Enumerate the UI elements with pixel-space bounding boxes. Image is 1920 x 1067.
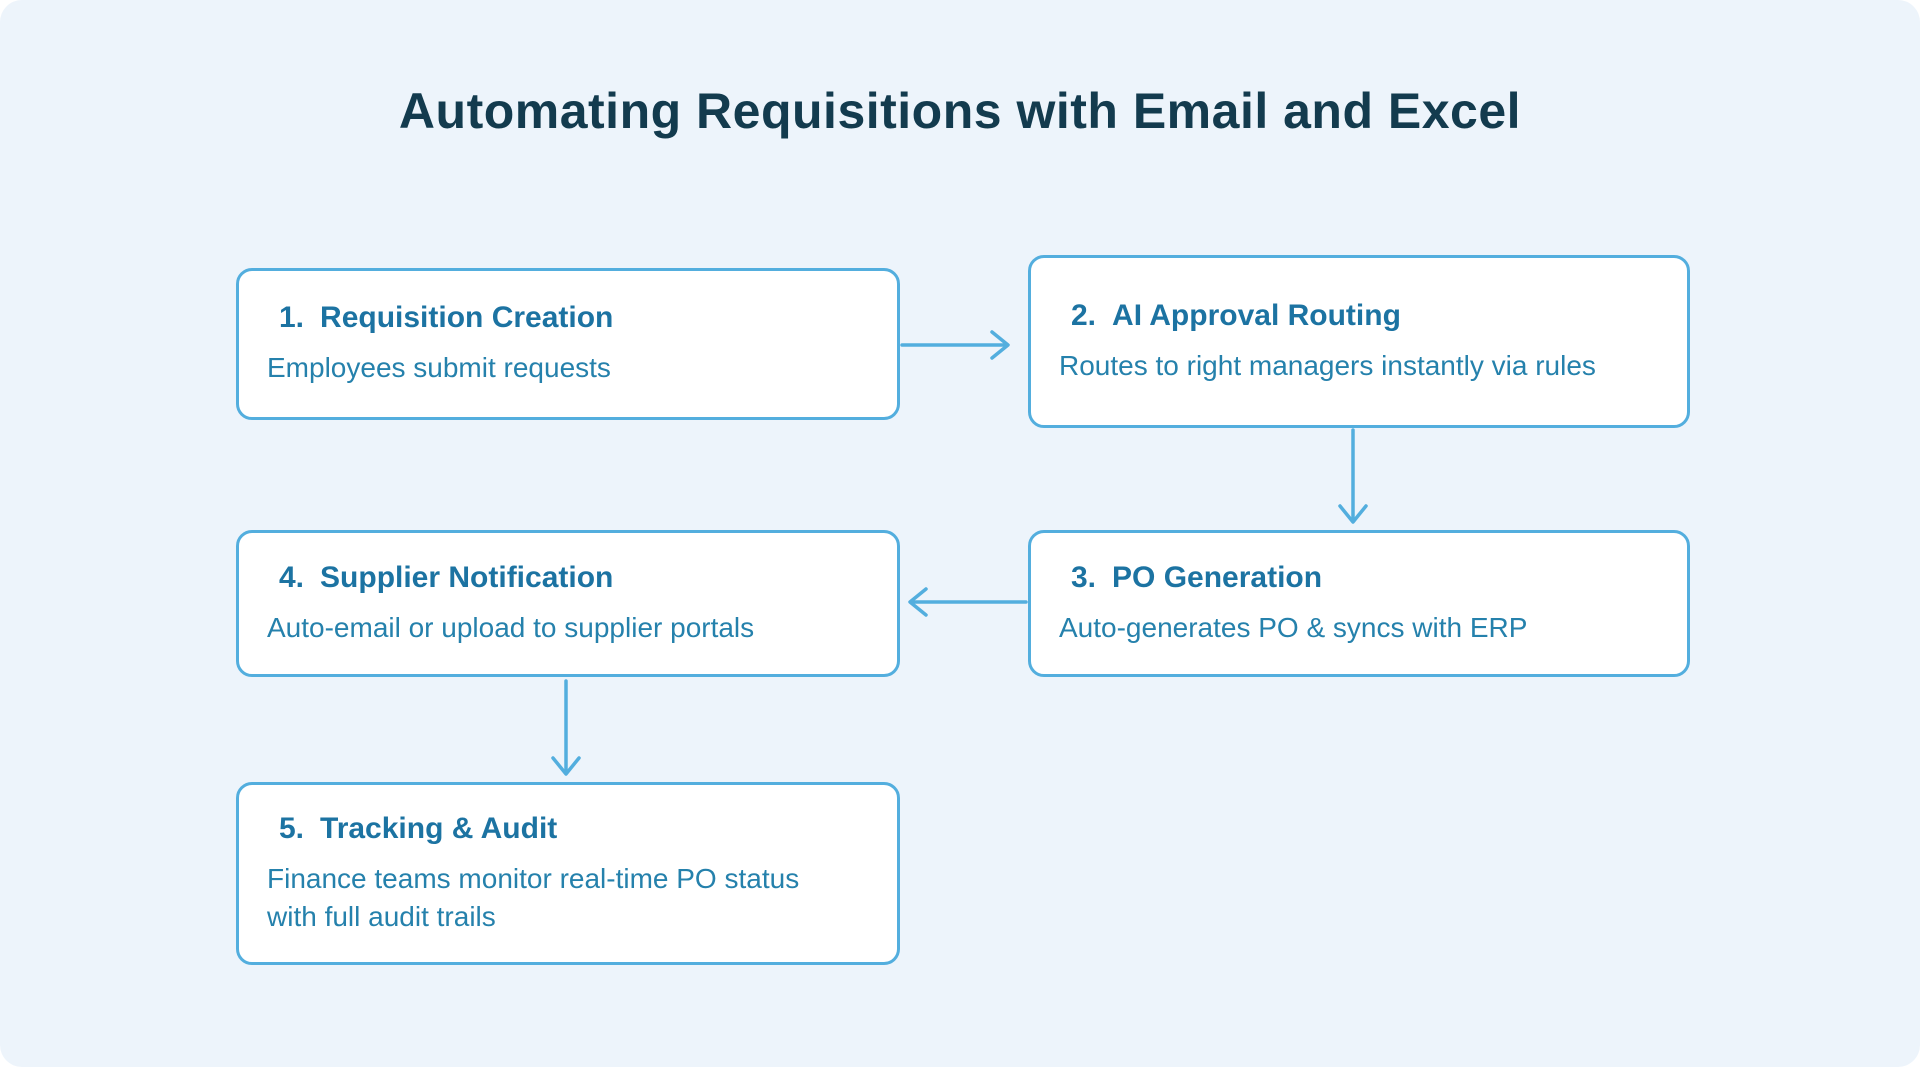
diagram-title: Automating Requisitions with Email and E… — [398, 83, 1522, 139]
step-description: Finance teams monitor real-time PO statu… — [267, 862, 800, 932]
step-number: 5. — [279, 811, 305, 845]
step-description: Routes to right managers instantly via r… — [1059, 349, 1596, 381]
step-description: Employees submit requests — [267, 352, 611, 383]
step-description: Auto-email or upload to supplier portals — [267, 611, 755, 643]
step-heading: 2. AI Approval Routing — [1071, 297, 1659, 335]
step-heading: 4. Supplier Notification — [279, 559, 869, 597]
step-number: 2. — [1071, 298, 1097, 332]
step-heading: 5. Tracking & Audit — [279, 810, 869, 848]
step-title: Supplier Notification — [320, 560, 614, 594]
step-number: 3. — [1071, 560, 1097, 594]
step-title: AI Approval Routing — [1112, 298, 1401, 332]
step-number: 1. — [279, 301, 305, 334]
step-heading: 1. Requisition Creation — [279, 299, 869, 337]
arrow-step1-to-step2 — [900, 330, 1010, 360]
step-title: PO Generation — [1112, 560, 1323, 594]
arrow-step3-to-step4 — [908, 587, 1028, 617]
step-description: Auto-generates PO & syncs with ERP — [1059, 611, 1528, 643]
step-heading: 3. PO Generation — [1071, 559, 1659, 597]
step-box-tracking-audit: 5. Tracking & Audit Finance teams monito… — [236, 782, 900, 965]
step-box-supplier-notification: 4. Supplier Notification Auto-email or u… — [236, 530, 900, 677]
step-number: 4. — [279, 560, 305, 594]
step-box-po-generation: 3. PO Generation Auto-generates PO & syn… — [1028, 530, 1690, 677]
step-title: Requisition Creation — [320, 301, 614, 334]
step-box-ai-approval-routing: 2. AI Approval Routing Routes to right m… — [1028, 255, 1690, 428]
arrow-step4-to-step5 — [551, 679, 581, 776]
step-box-requisition-creation: 1. Requisition Creation Employees submit… — [236, 268, 900, 420]
step-title: Tracking & Audit — [320, 811, 558, 845]
arrow-step2-to-step3 — [1338, 428, 1368, 524]
